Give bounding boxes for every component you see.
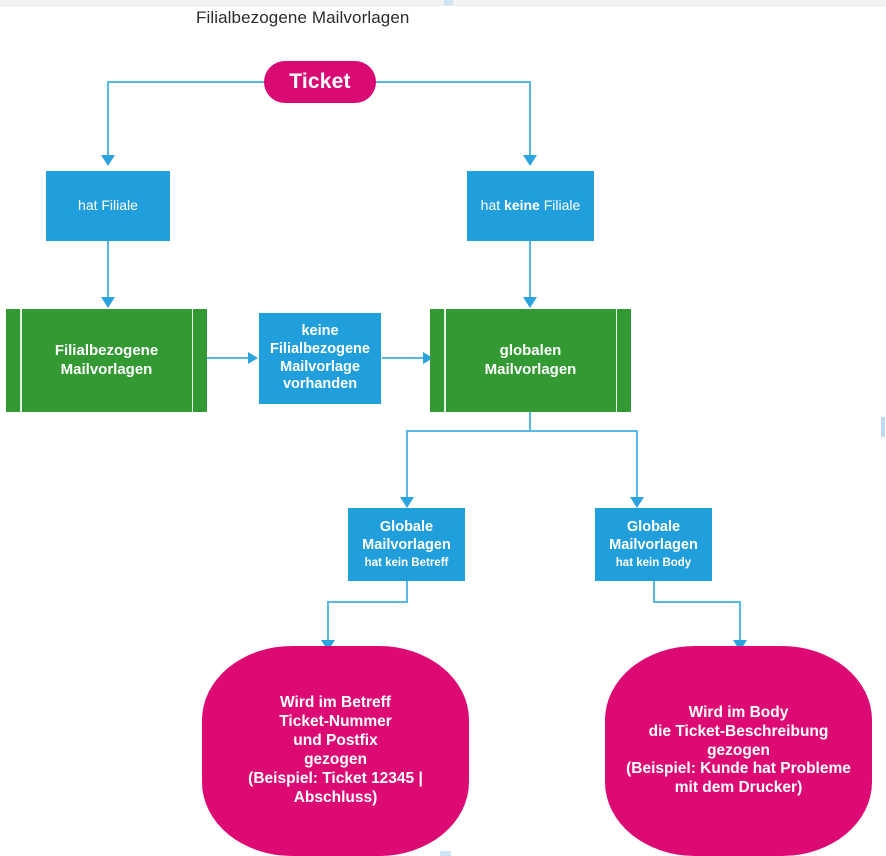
node-kein-betreff-line1: Globale <box>379 519 434 536</box>
connector-ticket-to-hat-keine-filiale-v <box>529 81 531 155</box>
node-ergebnis-body-line4: (Beispiel: Kunde hat Probleme <box>626 760 851 778</box>
node-globalen-mailvorlagen[interactable]: globalen Mailvorlagen <box>430 309 631 412</box>
connector-hat-keine-filiale-to-globalen-v <box>529 241 531 299</box>
node-ergebnis-body-line3: gezogen <box>707 741 770 759</box>
node-keine-vorlage-line1: keine <box>301 323 339 340</box>
node-kein-betreff-sub-emphasis: kein <box>385 556 409 569</box>
node-kein-body-sub-emphasis: kein <box>636 556 660 569</box>
node-globalen-line1: globalen <box>499 342 562 360</box>
arrowhead-to-hat-keine-filiale <box>523 155 537 166</box>
node-ergebnis-betreff[interactable]: Wird im Betreff Ticket-Nummer und Postfi… <box>202 646 469 856</box>
node-filialbezogene-line2: Mailvorlagen <box>60 360 153 378</box>
node-ergebnis-body-line5: mit dem Drucker) <box>674 779 803 797</box>
connector-keine-vorlage-to-globalen-h <box>382 357 424 359</box>
node-globalen-line2: Mailvorlagen <box>484 360 577 378</box>
document-marker-right <box>881 417 885 437</box>
connector-ticket-to-hat-keine-filiale-h <box>375 81 531 83</box>
arrowhead-to-globalen-mailvorlagen <box>523 297 537 308</box>
node-ticket-label: Ticket <box>289 70 351 94</box>
connector-globalen-to-betreff-v <box>406 430 408 499</box>
arrowhead-to-global-kein-betreff <box>400 497 414 508</box>
node-keine-filialbezogene-mailvorlage-vorhanden[interactable]: keine Filialbezogene Mailvorlage vorhand… <box>259 313 381 404</box>
node-ergebnis-body-line2: die Ticket-Beschreibung <box>648 722 829 740</box>
node-globale-mailvorlagen-kein-body[interactable]: Globale Mailvorlagen hat kein Body <box>595 508 712 581</box>
node-keine-vorlage-line4: vorhanden <box>282 376 358 393</box>
node-ergebnis-betreff-line1: Wird im Betreff <box>280 694 391 712</box>
connector-betreff-down-stem <box>406 581 408 602</box>
node-hat-keine-filiale-label-pre: hat <box>480 197 505 214</box>
node-kein-body-sub-post: Body <box>659 556 692 569</box>
connector-body-down-stem <box>653 581 655 602</box>
node-kein-betreff-line2: Mailvorlagen <box>362 536 451 553</box>
node-ergebnis-body-line1: Wird im Body <box>688 703 789 721</box>
node-ergebnis-betreff-line2: Ticket-Nummer <box>279 713 392 731</box>
connector-ticket-to-hat-filiale-h <box>107 81 265 83</box>
connector-body-to-ergebnis-v <box>739 601 741 642</box>
node-kein-body-line1: Globale <box>626 519 681 536</box>
node-hat-keine-filiale-label-emphasis: keine <box>504 197 540 214</box>
node-keine-vorlage-line2: Filialbezogene <box>270 340 370 357</box>
connector-body-jog-h <box>653 601 741 603</box>
connector-globalen-down-stem <box>529 412 531 431</box>
node-filialbezogene-line1: Filialbezogene <box>54 342 159 360</box>
node-hat-filiale-label: hat Filiale <box>78 197 138 214</box>
node-kein-betreff-sub-post: Betreff <box>408 556 449 569</box>
node-kein-betreff-sub-pre: hat <box>364 556 386 569</box>
connector-hat-filiale-to-filialbezogene-v <box>107 241 109 299</box>
node-hat-filiale[interactable]: hat Filiale <box>46 171 170 241</box>
node-kein-body-subline: hat kein Body <box>599 556 708 570</box>
node-hat-keine-filiale-label-post: Filiale <box>539 197 581 214</box>
node-kein-body-line2: Mailvorlagen <box>609 536 698 553</box>
document-marker-top <box>444 0 453 5</box>
connector-globalen-to-body-v <box>636 430 638 499</box>
connector-filialbezogene-to-keine-vorlage-h <box>207 357 249 359</box>
node-filialbezogene-mailvorlagen[interactable]: Filialbezogene Mailvorlagen <box>6 309 207 412</box>
connector-betreff-jog-h <box>327 601 408 603</box>
arrowhead-to-ergebnis-betreff <box>321 640 335 651</box>
node-ergebnis-betreff-line4: gezogen <box>304 751 367 768</box>
document-marker-bottom <box>440 851 451 856</box>
arrowhead-to-filialbezogene-mailvorlagen <box>101 297 115 308</box>
node-hat-keine-filiale[interactable]: hat keine Filiale <box>467 171 594 241</box>
arrowhead-keine-vorlage-to-globalen <box>423 352 433 364</box>
arrowhead-to-ergebnis-body <box>733 640 747 651</box>
connector-globalen-split-h <box>406 430 637 432</box>
node-ergebnis-betreff-line5: (Beispiel: Ticket 12345 | Abschluss) <box>248 769 423 806</box>
node-ticket[interactable]: Ticket <box>264 61 376 103</box>
node-kein-body-sub-pre: hat <box>615 556 637 569</box>
document-top-edge <box>0 0 886 6</box>
arrowhead-to-global-kein-body <box>630 497 644 508</box>
node-ergebnis-betreff-line3: und Postfix <box>293 732 378 750</box>
node-globale-mailvorlagen-kein-betreff[interactable]: Globale Mailvorlagen hat kein Betreff <box>348 508 465 581</box>
connector-ticket-to-hat-filiale-v <box>107 81 109 155</box>
node-keine-vorlage-line3: Mailvorlage <box>280 358 360 375</box>
arrowhead-to-hat-filiale <box>101 155 115 166</box>
node-kein-betreff-subline: hat kein Betreff <box>352 556 461 570</box>
node-ergebnis-body[interactable]: Wird im Body die Ticket-Beschreibung gez… <box>605 646 872 856</box>
diagram-title: Filialbezogene Mailvorlagen <box>196 8 410 27</box>
arrowhead-to-keine-vorlage-vorhanden <box>248 352 258 364</box>
connector-betreff-to-ergebnis-v <box>327 601 329 642</box>
